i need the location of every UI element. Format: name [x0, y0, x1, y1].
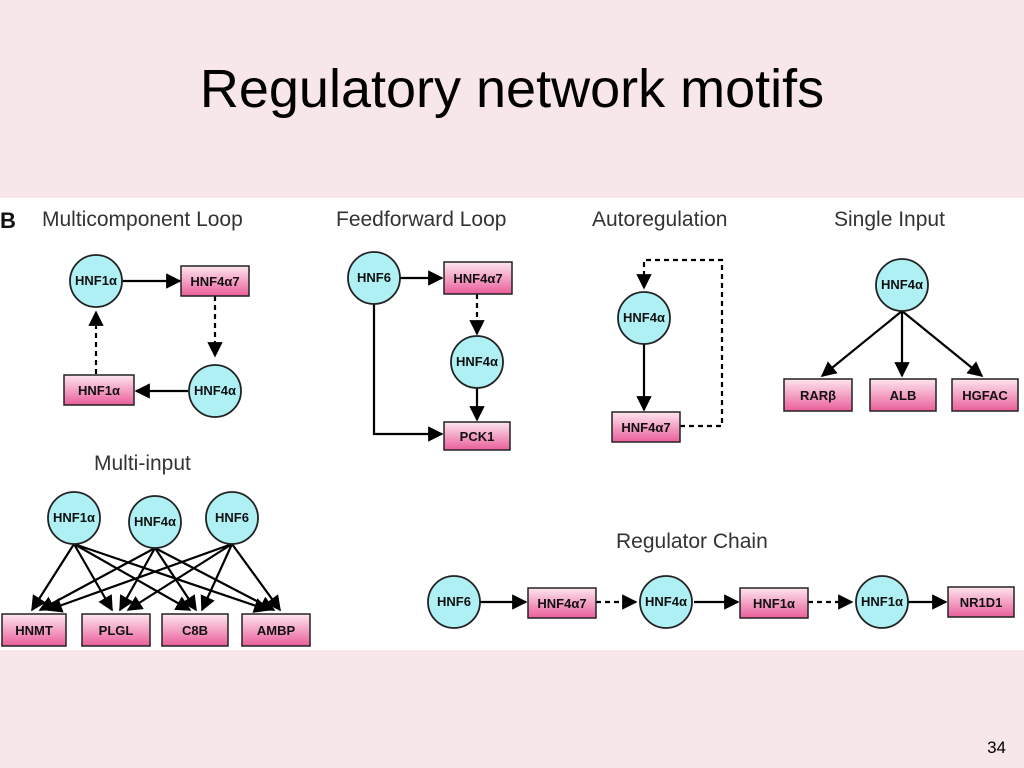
node-hnf4a: HNF4α [450, 335, 504, 389]
svg-text:C8B: C8B [182, 623, 208, 638]
node-hnf6: HNF6 [347, 251, 401, 305]
svg-text:HNF4α7: HNF4α7 [190, 274, 239, 289]
node-rarb: RARβ [783, 378, 853, 412]
node-hnf1a: HNF1α [47, 491, 101, 545]
svg-text:HNF6: HNF6 [437, 594, 471, 609]
svg-text:HNF6: HNF6 [215, 510, 249, 525]
page-number: 34 [987, 738, 1006, 757]
node-hnf4a: HNF4α [188, 364, 242, 418]
node-hnf4a: HNF4α [875, 258, 929, 312]
edge-hnf6-to-pck1 [372, 304, 444, 442]
svg-text:HNF1α: HNF1α [78, 383, 120, 398]
multi-input-label: Multi-input [94, 452, 191, 475]
svg-text:HNF4α: HNF4α [194, 383, 236, 398]
node-alb: ALB [869, 378, 937, 412]
edge-hnf1a-to-c8b [73, 543, 192, 611]
node-hgfac: HGFAC [951, 378, 1019, 412]
feedforward-loop-label: Feedforward Loop [336, 208, 506, 231]
node-hnf6: HNF6 [205, 491, 259, 545]
single-input-motif: Single Input HNF4α RARβ ALB HGFAC [783, 208, 1019, 412]
node-nr1d1: NR1D1 [947, 586, 1015, 618]
edge-hnf1a-to-plgl [73, 543, 113, 612]
svg-text:HNF4α7: HNF4α7 [537, 596, 586, 611]
node-hnmt: HNMT [1, 613, 67, 647]
svg-text:RARβ: RARβ [800, 388, 836, 403]
node-hnf4a7: HNF4α7 [527, 587, 597, 619]
node-hnf4a7: HNF4α7 [180, 265, 250, 297]
multi-input-motif: Multi-input HNF1α HNF4α HNF6 HNMT [1, 452, 311, 647]
panel-letter: B [0, 208, 16, 233]
node-plgl: PLGL [81, 613, 151, 647]
regulator-chain-motif: Regulator Chain HNF6 HNF4α7 HNF4α HNF1α … [427, 530, 1015, 629]
svg-text:HNF4α: HNF4α [134, 514, 176, 529]
edge-autoregulation-loop [636, 258, 724, 428]
autoregulation-label: Autoregulation [592, 208, 727, 231]
svg-text:HNF1α: HNF1α [75, 273, 117, 288]
multicomponent-loop-label: Multicomponent Loop [42, 208, 243, 231]
multicomponent-loop-motif: Multicomponent Loop HNF1α HNF4α7 HNF4α H… [42, 208, 250, 418]
edge-hnf4a-to-ambp [154, 547, 276, 611]
svg-text:HNF4α: HNF4α [645, 594, 687, 609]
node-hnf4a7: HNF4α7 [443, 261, 513, 295]
svg-text:AMBP: AMBP [257, 623, 296, 638]
svg-text:ALB: ALB [890, 388, 917, 403]
node-pck1: PCK1 [443, 421, 511, 451]
single-input-label: Single Input [834, 208, 945, 231]
feedforward-loop-motif: Feedforward Loop HNF6 HNF4α7 HNF4α PCK1 [336, 208, 513, 451]
figure-panel: B Multicomponent Loop HNF1α HNF4α7 HNF4α… [0, 198, 1024, 650]
edge-hnf6-to-hnmt [46, 542, 233, 613]
edge-hnf1a-to-hnmt [31, 543, 75, 612]
svg-text:HNF4α: HNF4α [623, 310, 665, 325]
edge-hnf4a-to-hgfac [901, 310, 984, 377]
svg-text:HNF4α7: HNF4α7 [621, 420, 670, 435]
node-hnf4a: HNF4α [617, 291, 671, 345]
node-hnf4a: HNF4α [128, 495, 182, 549]
svg-text:NR1D1: NR1D1 [960, 595, 1003, 610]
node-hnf6: HNF6 [427, 575, 481, 629]
edge-hnf6-to-c8b [200, 543, 234, 612]
node-ambp: AMBP [241, 613, 311, 647]
svg-text:HNF1α: HNF1α [53, 510, 95, 525]
node-hnf4a7: HNF4α7 [611, 411, 681, 443]
node-c8b: C8B [161, 613, 229, 647]
node-hnf4a: HNF4α [639, 575, 693, 629]
motif-diagram: B Multicomponent Loop HNF1α HNF4α7 HNF4α… [0, 208, 1019, 647]
slide-title: Regulatory network motifs [199, 59, 825, 119]
svg-text:PLGL: PLGL [99, 623, 134, 638]
node-hnf1a-bottom: HNF1α [63, 374, 135, 406]
regulator-chain-label: Regulator Chain [616, 530, 768, 553]
svg-text:HNF4α: HNF4α [881, 277, 923, 292]
svg-text:PCK1: PCK1 [460, 429, 495, 444]
svg-text:HNF4α: HNF4α [456, 354, 498, 369]
autoregulation-motif: Autoregulation HNF4α HNF4α7 [592, 208, 727, 443]
edge-hnf6-to-ambp [231, 543, 281, 612]
node-hnf1a-circle: HNF1α [855, 575, 909, 629]
node-hnf1a-box: HNF1α [739, 587, 809, 619]
node-hnf1a-top: HNF1α [69, 254, 123, 308]
svg-text:HNF1α: HNF1α [861, 594, 903, 609]
svg-text:HNF4α7: HNF4α7 [453, 271, 502, 286]
svg-text:HGFAC: HGFAC [962, 388, 1008, 403]
edge-hnf1a-to-ambp [73, 542, 270, 613]
svg-text:HNF1α: HNF1α [753, 596, 795, 611]
svg-text:HNMT: HNMT [15, 623, 53, 638]
svg-text:HNF6: HNF6 [357, 270, 391, 285]
edge-hnf6-to-plgl [126, 543, 233, 611]
edge-hnf4a-to-rarb [820, 310, 903, 377]
